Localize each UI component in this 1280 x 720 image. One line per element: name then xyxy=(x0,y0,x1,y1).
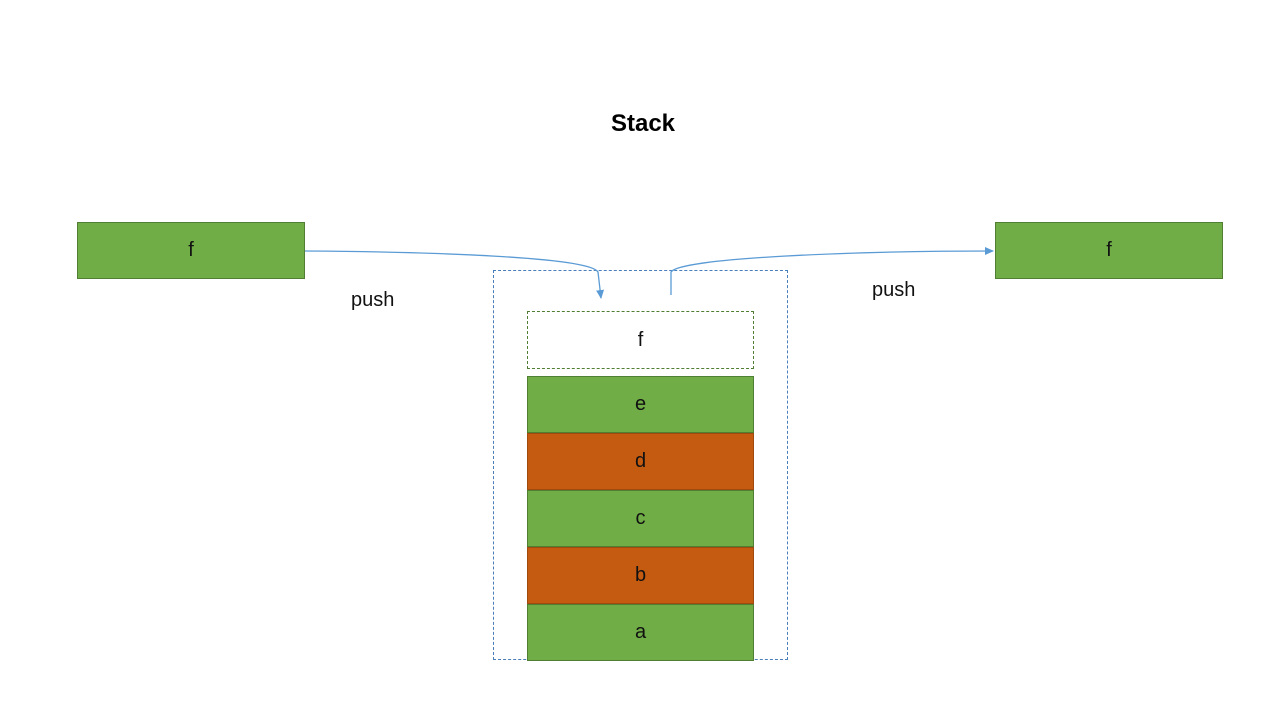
stack-item-label: c xyxy=(635,507,646,529)
stack-item: e xyxy=(527,376,754,433)
right-block: f xyxy=(995,222,1223,279)
left-block: f xyxy=(77,222,305,279)
stack-item: c xyxy=(527,490,754,547)
stack-item-label: e xyxy=(634,393,647,415)
stack-item: d xyxy=(527,433,754,490)
incoming-slot: f xyxy=(527,311,754,369)
stack-item-label: a xyxy=(634,621,647,643)
diagram-title: Stack xyxy=(610,110,676,137)
stack-item: b xyxy=(527,547,754,604)
stack-items: e d c b a xyxy=(527,376,754,661)
right-block-label: f xyxy=(1106,239,1112,261)
left-block-label: f xyxy=(188,239,194,261)
push-label-left: push xyxy=(351,289,395,311)
stack-item-label: b xyxy=(634,564,647,586)
push-label-right: push xyxy=(872,279,916,301)
stack-item: a xyxy=(527,604,754,661)
incoming-slot-label: f xyxy=(637,328,644,351)
stack-item-label: d xyxy=(634,450,647,472)
